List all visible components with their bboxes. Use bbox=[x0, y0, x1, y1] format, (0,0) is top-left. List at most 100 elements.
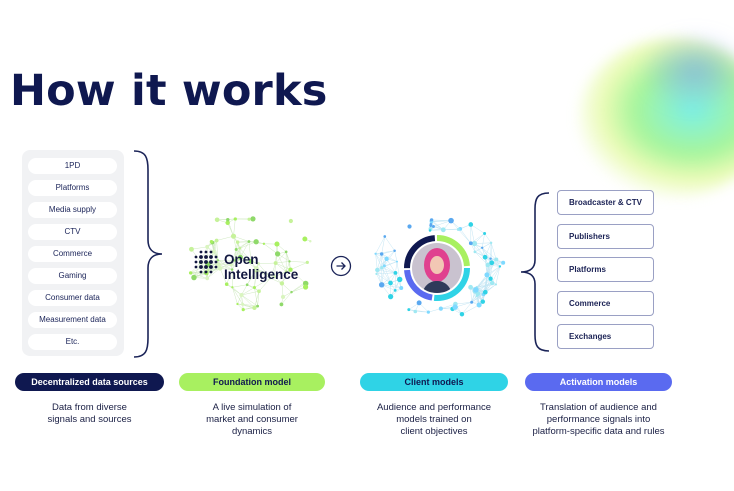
network-node bbox=[252, 285, 257, 290]
network-node bbox=[494, 283, 498, 286]
network-node bbox=[393, 249, 396, 253]
network-node bbox=[431, 220, 434, 223]
network-edge bbox=[477, 282, 493, 294]
right-brace-icon bbox=[133, 150, 163, 358]
network-node bbox=[388, 280, 393, 286]
network-edge bbox=[470, 224, 475, 244]
network-node bbox=[448, 217, 454, 224]
network-node bbox=[482, 254, 488, 260]
activation-target-item: Platforms bbox=[557, 257, 654, 282]
network-edge bbox=[281, 269, 291, 284]
network-node bbox=[305, 260, 309, 264]
network-edge bbox=[495, 266, 501, 285]
network-node bbox=[470, 300, 474, 304]
data-source-item: Gaming bbox=[28, 268, 117, 284]
network-edge bbox=[394, 250, 398, 262]
logo-dot bbox=[199, 265, 203, 269]
network-node bbox=[393, 288, 397, 292]
logo-dot bbox=[194, 260, 198, 264]
network-edge bbox=[433, 220, 452, 227]
network-edge bbox=[281, 291, 292, 305]
network-edge bbox=[256, 268, 271, 279]
network-edge bbox=[396, 261, 400, 280]
logo-line-2: Intelligence bbox=[224, 267, 299, 282]
network-node bbox=[230, 268, 234, 271]
network-node bbox=[438, 306, 443, 311]
network-edge bbox=[408, 309, 429, 313]
network-node bbox=[380, 266, 384, 270]
network-edge bbox=[263, 243, 278, 255]
network-node bbox=[501, 260, 506, 265]
network-node bbox=[471, 240, 478, 247]
logo-line-1: Open bbox=[224, 252, 259, 267]
network-edge bbox=[232, 287, 238, 305]
network-edge bbox=[254, 287, 258, 307]
network-edge bbox=[470, 224, 485, 234]
network-edge bbox=[377, 253, 382, 271]
network-edge bbox=[490, 262, 492, 279]
network-node bbox=[274, 251, 281, 257]
network-node bbox=[302, 284, 309, 290]
network-edge bbox=[200, 246, 208, 263]
network-node bbox=[236, 302, 239, 306]
network-node bbox=[494, 257, 499, 262]
network-node bbox=[211, 249, 216, 254]
network-edge bbox=[490, 266, 501, 279]
network-edge bbox=[381, 284, 402, 289]
network-node bbox=[207, 269, 210, 272]
network-node bbox=[234, 247, 238, 251]
stage-label-client: Client models bbox=[360, 373, 508, 391]
logo-dot bbox=[209, 270, 213, 274]
network-edge bbox=[470, 287, 480, 306]
description-line: market and consumer bbox=[206, 414, 298, 425]
network-edge bbox=[241, 287, 255, 296]
stage-label-decentralized: Decentralized data sources bbox=[15, 373, 164, 391]
network-node bbox=[459, 312, 465, 317]
network-node bbox=[395, 260, 398, 263]
network-node bbox=[209, 240, 214, 244]
network-node bbox=[382, 264, 386, 268]
network-edge bbox=[375, 253, 383, 268]
description-line: A live simulation of bbox=[212, 402, 292, 413]
open-intelligence-logo: Open Intelligence bbox=[224, 252, 298, 282]
network-edge bbox=[241, 290, 260, 296]
network-edge bbox=[484, 242, 492, 258]
network-node bbox=[416, 300, 422, 306]
logo-dot bbox=[209, 255, 213, 259]
network-node bbox=[253, 239, 259, 245]
network-edge bbox=[218, 264, 233, 270]
network-node bbox=[397, 276, 403, 283]
network-node bbox=[216, 259, 220, 262]
logo-dot bbox=[214, 260, 218, 264]
network-node bbox=[248, 258, 254, 264]
stage-label-activation: Activation models bbox=[525, 373, 672, 391]
network-node bbox=[274, 241, 280, 247]
client-network-graphic bbox=[374, 217, 506, 317]
network-edge bbox=[275, 251, 287, 264]
network-edge bbox=[432, 220, 452, 223]
network-node bbox=[480, 299, 486, 304]
network-edge bbox=[281, 283, 284, 297]
network-edge bbox=[290, 269, 305, 283]
network-edge bbox=[232, 284, 248, 288]
network-node bbox=[256, 304, 260, 308]
network-node bbox=[393, 270, 398, 275]
network-edge bbox=[474, 247, 483, 253]
description-line: dynamics bbox=[231, 426, 273, 437]
network-edge bbox=[219, 260, 236, 269]
network-edge bbox=[275, 262, 291, 270]
network-node bbox=[245, 283, 249, 287]
network-node bbox=[407, 308, 411, 312]
network-node bbox=[252, 305, 257, 311]
network-node bbox=[456, 228, 460, 231]
network-node bbox=[284, 270, 288, 274]
network-node bbox=[302, 236, 308, 242]
network-node bbox=[489, 241, 493, 245]
activation-target-item: Publishers bbox=[557, 224, 654, 249]
network-edge bbox=[232, 287, 243, 305]
network-edge bbox=[226, 269, 233, 285]
network-node bbox=[384, 256, 389, 261]
network-edge bbox=[275, 262, 287, 273]
network-edge bbox=[258, 263, 271, 279]
network-edge bbox=[455, 302, 472, 308]
